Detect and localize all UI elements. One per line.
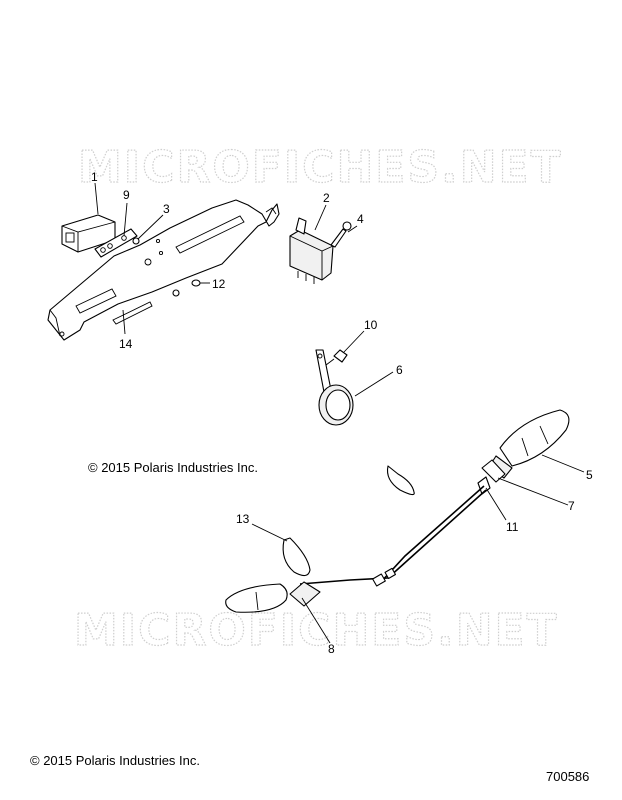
- part-12-screw: [191, 279, 210, 287]
- watermark-top: MICROFICHES.NET: [78, 142, 563, 193]
- callout-7: 7: [568, 499, 575, 513]
- part-9-plate: [94, 228, 138, 258]
- drawing-number: 700586: [546, 769, 589, 784]
- part-5-turn-signal: [488, 409, 570, 479]
- callout-12: 12: [212, 277, 226, 291]
- callout-13: 13: [236, 512, 250, 526]
- callout-5: 5: [586, 468, 593, 482]
- callout-3: 3: [163, 202, 170, 216]
- part-7-gasket: [481, 459, 506, 483]
- part-8-turn-signal: [225, 581, 321, 613]
- part-4-screw: [330, 221, 352, 248]
- callout-9: 9: [123, 188, 130, 202]
- callout-11: 11: [506, 520, 519, 534]
- callout-4: 4: [357, 212, 364, 226]
- part-3-nut: [132, 237, 140, 245]
- copyright-middle: © 2015 Polaris Industries Inc.: [88, 460, 258, 475]
- callout-10: 10: [364, 318, 378, 332]
- part-10-bolt: [325, 349, 348, 366]
- watermark-bottom: MICROFICHES.NET: [74, 605, 559, 656]
- part-13-wire-tie: [282, 537, 311, 577]
- callout-14: 14: [119, 337, 133, 351]
- callout-6: 6: [396, 363, 403, 377]
- part-14-bracket: [47, 199, 280, 341]
- copyright-bottom: © 2015 Polaris Industries Inc.: [30, 753, 200, 768]
- callout-1: 1: [91, 170, 98, 184]
- wiring-harness: [299, 485, 487, 587]
- part-6-horn: [315, 349, 354, 426]
- wire-tie-upper: [386, 465, 415, 496]
- callout-8: 8: [328, 642, 335, 656]
- part-2-relay: [289, 217, 334, 284]
- callout-2: 2: [323, 191, 330, 205]
- part-14-nut: [172, 289, 180, 297]
